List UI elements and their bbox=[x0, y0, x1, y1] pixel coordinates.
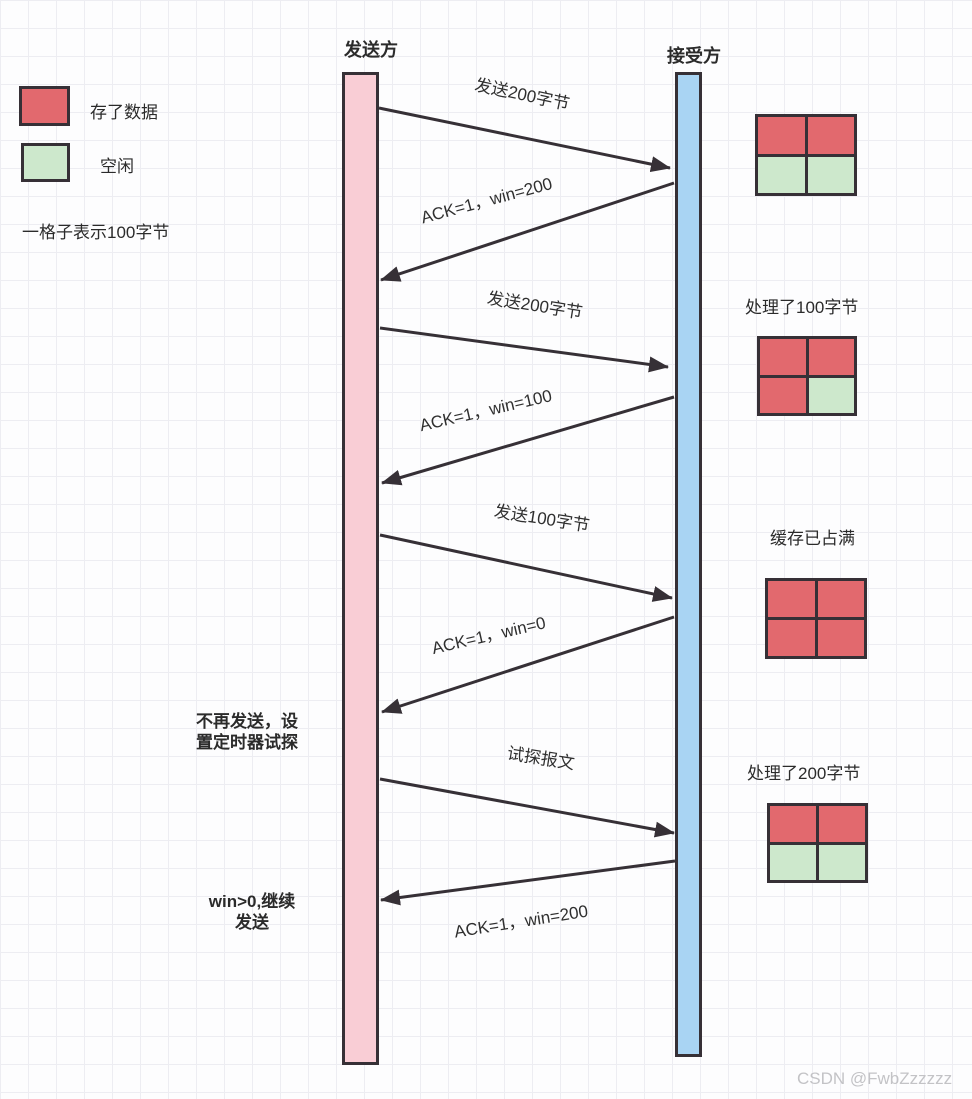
legend-stored-label: 存了数据 bbox=[90, 103, 158, 122]
message-arrow-7 bbox=[379, 777, 675, 838]
buffer-4-label: 处理了200字节 bbox=[747, 764, 861, 783]
message-label-7: 试探报文 bbox=[506, 744, 576, 773]
receiver-buffer-grid-2 bbox=[757, 336, 857, 416]
buffer-3-label: 缓存已占满 bbox=[770, 529, 855, 548]
buffer-1-cell-3-free bbox=[758, 156, 805, 193]
sender-lifeline bbox=[342, 72, 379, 1065]
legend-note: 一格子表示100字节 bbox=[22, 223, 170, 242]
buffer-3-cell-3-stored bbox=[768, 620, 815, 656]
buffer-3-cell-4-stored bbox=[817, 620, 864, 656]
message-label-3: 发送200字节 bbox=[486, 289, 584, 323]
legend-stored-swatch bbox=[19, 86, 70, 126]
buffer-1-cell-4-free bbox=[807, 156, 854, 193]
buffer-2-label: 处理了100字节 bbox=[745, 298, 859, 317]
receiver-buffer-grid-3 bbox=[765, 578, 867, 659]
legend-free-label: 空闲 bbox=[100, 157, 134, 176]
stop-sending-annotation: 不再发送，设 置定时器试探 bbox=[196, 712, 298, 752]
message-label-6: ACK=1，win=0 bbox=[430, 613, 548, 658]
receiver-title: 接受方 bbox=[667, 46, 721, 66]
buffer-3-cell-1-stored bbox=[768, 581, 815, 617]
buffer-3-cell-2-stored bbox=[817, 581, 864, 617]
message-label-5: 发送100字节 bbox=[493, 502, 591, 536]
message-arrow-8 bbox=[380, 859, 676, 906]
watermark: CSDN @FwbZzzzzz bbox=[797, 1069, 953, 1088]
buffer-1-cell-2-stored bbox=[807, 117, 854, 154]
message-label-2: ACK=1，win=200 bbox=[419, 174, 554, 227]
message-arrow-3 bbox=[379, 326, 669, 373]
buffer-2-cell-3-stored bbox=[760, 377, 806, 413]
sender-title: 发送方 bbox=[344, 40, 398, 60]
buffer-4-cell-4-free bbox=[819, 844, 865, 880]
message-label-4: ACK=1，win=100 bbox=[418, 386, 554, 435]
buffer-2-cell-1-stored bbox=[760, 339, 806, 375]
message-arrow-5 bbox=[379, 533, 673, 602]
receiver-buffer-grid-1 bbox=[755, 114, 857, 196]
buffer-4-cell-2-stored bbox=[819, 806, 865, 842]
message-label-8: ACK=1，win=200 bbox=[453, 902, 589, 942]
resume-sending-annotation: win>0,继续 发送 bbox=[208, 892, 296, 932]
buffer-1-cell-1-stored bbox=[758, 117, 805, 154]
receiver-lifeline bbox=[675, 72, 702, 1057]
message-arrow-4 bbox=[381, 395, 675, 486]
buffer-2-cell-4-free bbox=[808, 377, 854, 413]
buffer-2-cell-2-stored bbox=[808, 339, 854, 375]
buffer-4-cell-1-stored bbox=[770, 806, 816, 842]
buffer-4-cell-3-free bbox=[770, 844, 816, 880]
message-label-1: 发送200字节 bbox=[473, 75, 571, 114]
legend-free-swatch bbox=[21, 143, 70, 182]
receiver-buffer-grid-4 bbox=[767, 803, 868, 883]
message-arrow-2 bbox=[380, 181, 675, 282]
message-arrow-6 bbox=[381, 615, 675, 714]
message-arrow-1 bbox=[378, 106, 671, 172]
